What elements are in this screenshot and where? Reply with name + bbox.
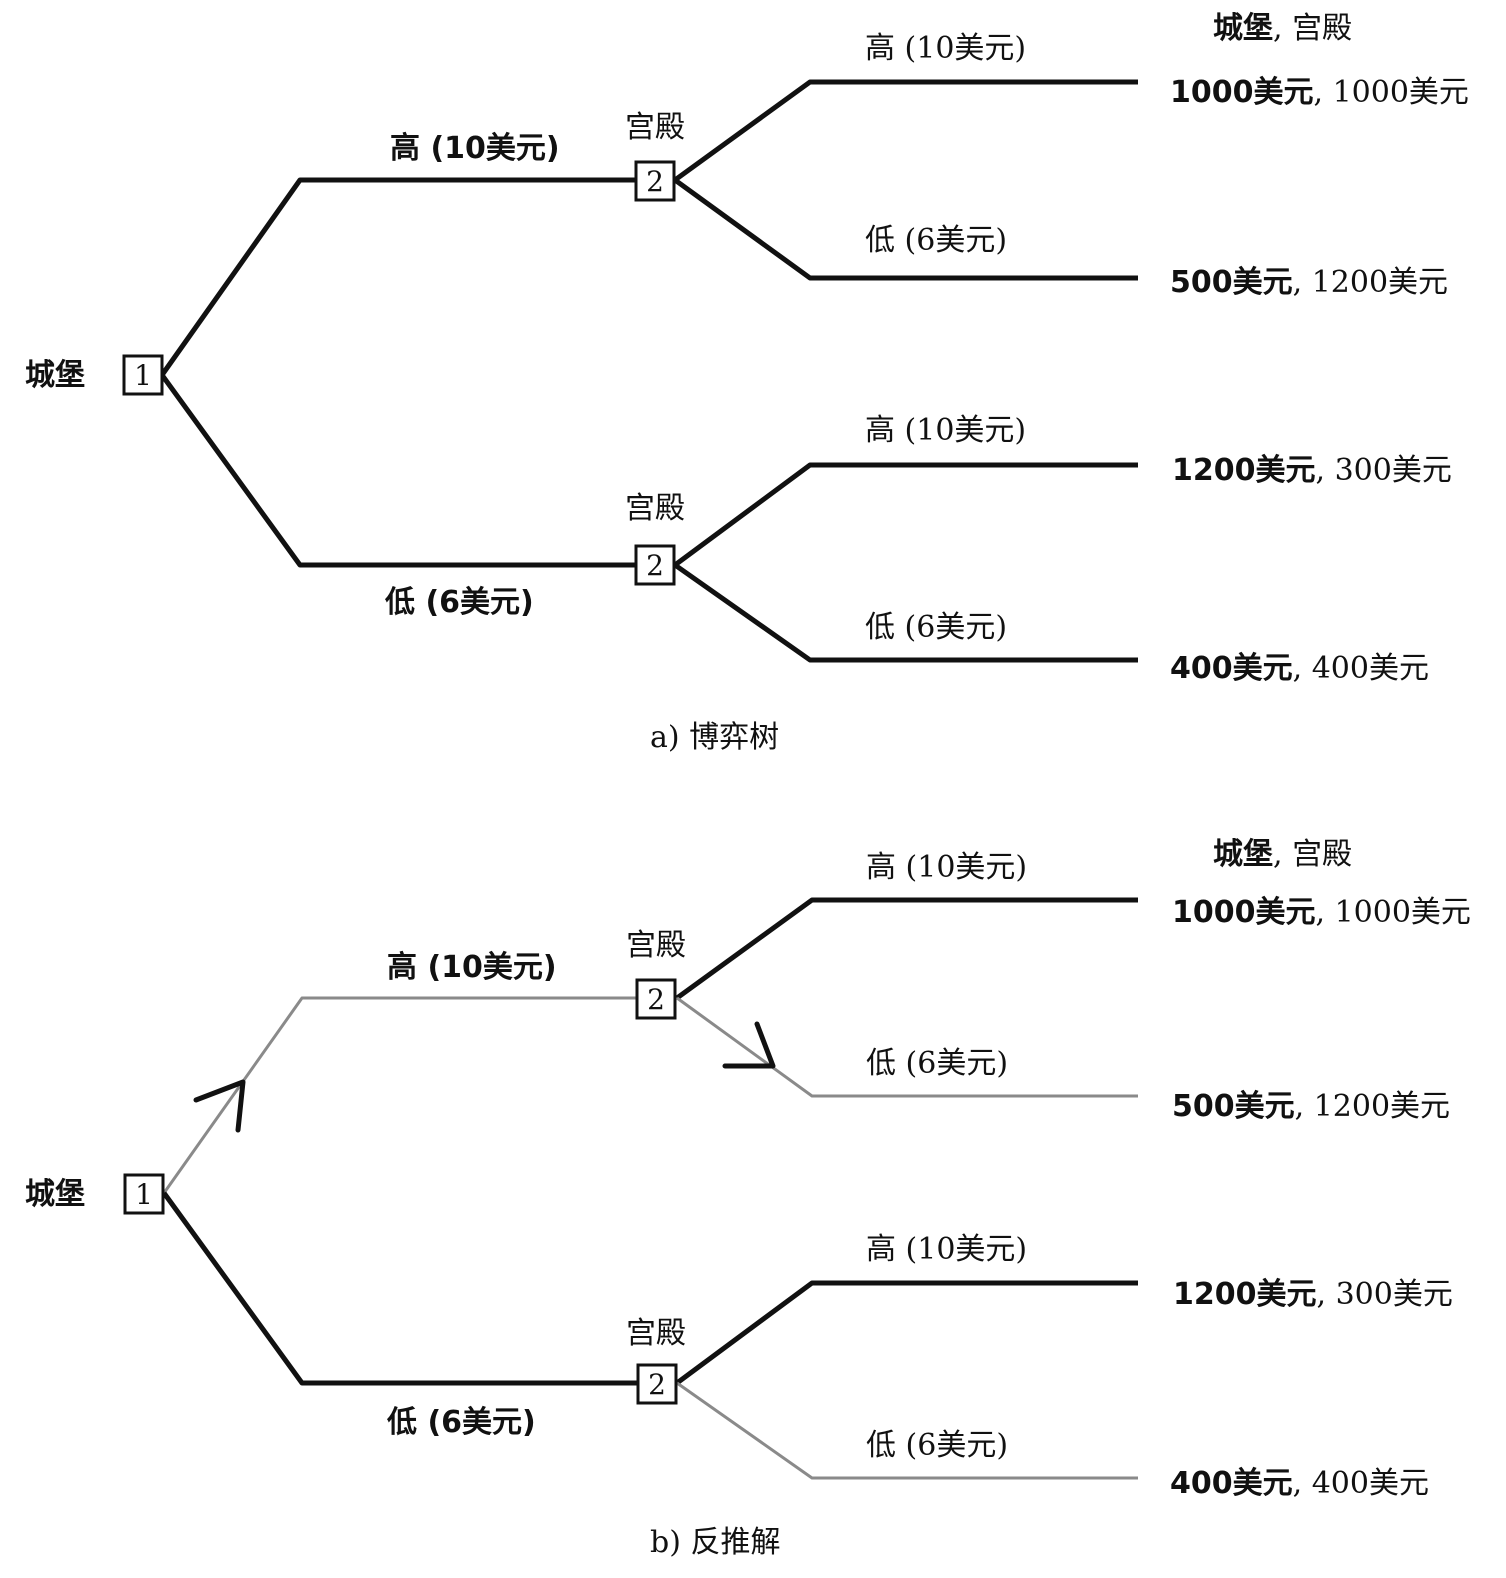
castle-high-label: 高 (10美元) (390, 131, 560, 166)
payoff-4: 400美元, 400美元 (1170, 651, 1429, 686)
rb-edge-palace-top-low (676, 996, 1138, 1098)
panel-a-game-tree: 城堡 1 高 (10美元) 低 (6美元) 宫殿 2 宫殿 2 高 (10美元)… (25, 11, 1469, 755)
rb-root-decision-node (123, 1173, 165, 1215)
rb-palace-top-low-label: 低 (6美元) (866, 1046, 1008, 1081)
payoff-3-castle: 1200美元 (1172, 453, 1316, 488)
rb-payoff-2-castle: 500美元 (1172, 1089, 1295, 1124)
rb-palace-bottom-low-label: 低 (6美元) (866, 1428, 1008, 1463)
rb-edge-palace-bottom-low (676, 1381, 1138, 1480)
rb-palace-top-decision-node (635, 978, 677, 1020)
palace-bottom-node-number: 2 (646, 549, 664, 582)
rb-palace-top-node-number: 2 (647, 983, 665, 1016)
rb-palace-bottom-node-number: 2 (648, 1368, 666, 1401)
rb-arrow-castle-high (193, 1079, 246, 1133)
rb-palace-bottom-decision-node (636, 1363, 678, 1405)
rb-payoff-1: 1000美元, 1000美元 (1172, 895, 1471, 930)
rb-edge-palace-bottom-high (675, 1280, 1138, 1386)
rb-castle-high-label: 高 (10美元) (387, 950, 557, 985)
rb-edge-palace-top-high (675, 897, 1138, 1001)
rb-payoff-header: 城堡, 宫殿 (1213, 837, 1352, 872)
palace-top-player-label: 宫殿 (625, 110, 685, 145)
palace-top-high-label: 高 (10美元) (865, 31, 1026, 66)
edge-castle-high (159, 177, 637, 377)
palace-bottom-high-label: 高 (10美元) (865, 413, 1026, 448)
payoff-header-palace: , 宫殿 (1273, 11, 1352, 46)
payoff-2-castle: 500美元 (1170, 265, 1293, 300)
caption-a: a) 博弈树 (650, 720, 779, 755)
rb-payoff-2-palace: , 1200美元 (1295, 1089, 1450, 1124)
payoff-2: 500美元, 1200美元 (1170, 265, 1448, 300)
rb-payoff-1-castle: 1000美元 (1172, 895, 1316, 930)
rb-edge-castle-high (162, 996, 637, 1194)
edge-palace-top-high (673, 79, 1138, 183)
rb-payoff-3-palace: , 300美元 (1317, 1277, 1453, 1312)
root-decision-node (122, 354, 164, 396)
edge-palace-bottom-high (673, 462, 1138, 568)
rb-palace-top-player-label: 宫殿 (626, 928, 686, 963)
rb-root-player-label: 城堡 (25, 1177, 85, 1212)
rb-payoff-header-castle: 城堡 (1213, 837, 1273, 872)
root-node-number: 1 (134, 359, 152, 392)
palace-bottom-decision-node (634, 544, 676, 586)
castle-low-label: 低 (6美元) (384, 585, 534, 620)
payoff-4-palace: , 400美元 (1293, 651, 1429, 686)
edge-castle-low (159, 373, 637, 568)
rb-payoff-4-palace: , 400美元 (1293, 1466, 1429, 1501)
rb-payoff-3-castle: 1200美元 (1173, 1277, 1317, 1312)
rb-payoff-1-palace: , 1000美元 (1316, 895, 1471, 930)
edge-palace-bottom-low (673, 562, 1138, 663)
payoff-1-palace: , 1000美元 (1314, 75, 1469, 110)
rb-palace-top-high-label: 高 (10美元) (866, 850, 1027, 885)
payoff-1-castle: 1000美元 (1170, 75, 1314, 110)
rb-payoff-header-palace: , 宫殿 (1273, 837, 1352, 872)
rb-root-node-number: 1 (135, 1178, 153, 1211)
payoff-1: 1000美元, 1000美元 (1170, 75, 1469, 110)
rb-payoff-3: 1200美元, 300美元 (1173, 1277, 1453, 1312)
payoff-3: 1200美元, 300美元 (1172, 453, 1452, 488)
payoff-header-castle: 城堡 (1213, 11, 1273, 46)
payoff-4-castle: 400美元 (1170, 651, 1293, 686)
payoff-3-palace: , 300美元 (1316, 453, 1452, 488)
palace-bottom-low-label: 低 (6美元) (865, 610, 1007, 645)
palace-top-low-label: 低 (6美元) (865, 223, 1007, 258)
payoff-2-palace: , 1200美元 (1293, 265, 1448, 300)
payoff-header: 城堡, 宫殿 (1213, 11, 1352, 46)
palace-bottom-player-label: 宫殿 (625, 491, 685, 526)
palace-top-node-number: 2 (646, 165, 664, 198)
rb-palace-bottom-high-label: 高 (10美元) (866, 1232, 1027, 1267)
rb-edge-castle-low (161, 1191, 637, 1386)
caption-b: b) 反推解 (650, 1525, 780, 1560)
rb-palace-bottom-player-label: 宫殿 (626, 1316, 686, 1351)
root-player-label: 城堡 (25, 358, 85, 393)
edge-palace-top-low (673, 177, 1138, 281)
rb-payoff-4: 400美元, 400美元 (1170, 1466, 1429, 1501)
panel-b-rollback: 城堡 1 高 (10美元) 低 (6美元) 宫殿 2 宫殿 2 高 (10美元)… (25, 837, 1471, 1560)
palace-top-decision-node (634, 160, 676, 202)
rb-castle-low-label: 低 (6美元) (386, 1405, 536, 1440)
rb-payoff-2: 500美元, 1200美元 (1172, 1089, 1450, 1124)
rb-arrow-palace-low (722, 1021, 776, 1069)
rb-payoff-4-castle: 400美元 (1170, 1466, 1293, 1501)
